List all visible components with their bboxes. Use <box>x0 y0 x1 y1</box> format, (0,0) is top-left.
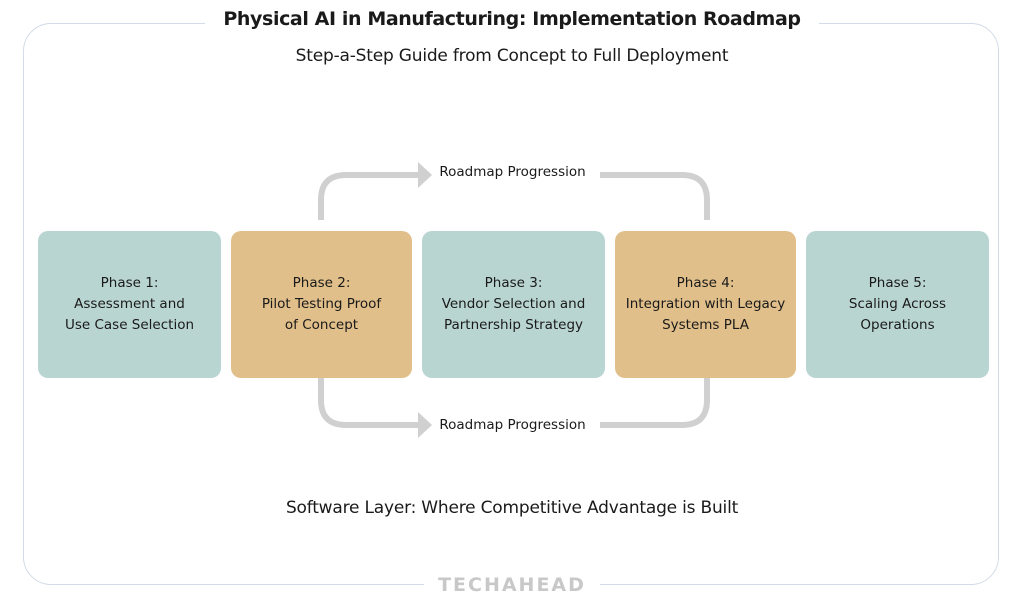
phase-line: Operations <box>860 317 935 333</box>
bottom-arrow-left-path <box>318 378 420 428</box>
phase-line: Assessment and <box>74 296 185 312</box>
phase-heading: Phase 3: <box>484 275 543 291</box>
top-arrow-right-path <box>600 172 710 220</box>
phase-line: Integration with Legacy <box>625 296 786 312</box>
bottom-arrow-right-path <box>600 378 710 428</box>
phase-heading: Phase 4: <box>676 275 735 291</box>
logo-text: TECHAHEAD <box>424 574 600 596</box>
techahead-logo: TECHAHEAD <box>0 574 1024 596</box>
footer-caption: Software Layer: Where Competitive Advant… <box>285 498 739 518</box>
phase-line: Scaling Across <box>848 296 947 312</box>
top-connector-label: Roadmap Progression <box>439 164 586 180</box>
phase-line: Use Case Selection <box>64 317 195 333</box>
phase-line: Vendor Selection and <box>441 296 586 312</box>
phase-2-box: Phase 2: Pilot Testing Proof of Concept <box>231 231 412 378</box>
top-arrowhead-icon <box>418 162 432 188</box>
subtitle: Step-a-Step Guide from Concept to Full D… <box>295 46 729 66</box>
phase-line: Pilot Testing Proof <box>261 296 382 312</box>
phase-line: Systems PLA <box>662 317 749 333</box>
phase-line: Partnership Strategy <box>443 317 584 333</box>
bottom-arrowhead-icon <box>418 412 432 438</box>
phase-heading: Phase 2: <box>292 275 351 291</box>
phase-heading: Phase 1: <box>100 275 159 291</box>
title: Physical AI in Manufacturing: Implementa… <box>0 8 1024 30</box>
top-arrow-left-path <box>318 172 420 220</box>
bottom-connector-label: Roadmap Progression <box>439 417 586 433</box>
phase-heading: Phase 5: <box>868 275 927 291</box>
phase-line: of Concept <box>284 317 359 333</box>
title-text: Physical AI in Manufacturing: Implementa… <box>205 8 819 30</box>
